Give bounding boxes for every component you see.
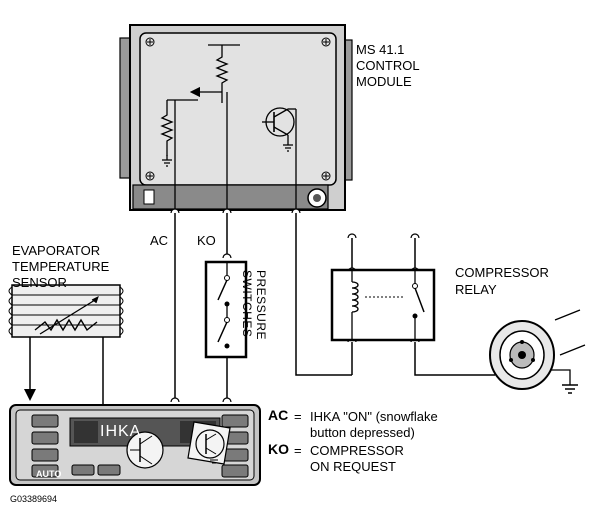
legend-ac-line1: IHKA "ON" (snowflake xyxy=(310,409,438,424)
control-module xyxy=(119,24,353,211)
ihka-display-text: IHKA xyxy=(100,423,142,440)
transistor-icon xyxy=(262,107,297,210)
sensor-label-line2: TEMPERATURE xyxy=(12,259,110,274)
module-label-line1: MS 41.1 xyxy=(356,42,405,57)
relay-label-line2: RELAY xyxy=(455,282,497,297)
wire-label-ko: KO xyxy=(197,233,216,248)
figure-id: G03389694 xyxy=(10,494,58,504)
auto-button-label: AUTO xyxy=(36,469,62,479)
module-label-line2: CONTROL xyxy=(356,58,420,73)
wire-label-ac: AC xyxy=(150,233,169,248)
sensor-label-line1: EVAPORATOR xyxy=(12,243,101,258)
legend-ac-key: AC xyxy=(268,407,289,423)
module-label-line3: MODULE xyxy=(356,74,412,89)
legend-ac-line2: button depressed) xyxy=(310,425,415,440)
pressure-label-line1: PRESSURE xyxy=(254,270,268,341)
legend-ko-line1: COMPRESSOR xyxy=(310,443,404,458)
harness-wires xyxy=(174,210,495,400)
resistor-icon xyxy=(215,45,229,103)
relay-label-line1: COMPRESSOR xyxy=(455,265,549,280)
ihka-control-panel xyxy=(9,404,261,486)
ground-icon xyxy=(562,384,578,394)
legend-ko-key: KO xyxy=(268,441,289,457)
compressor-relay xyxy=(330,268,436,342)
legend-ko-eq: = xyxy=(294,443,302,458)
legend-ac-eq: = xyxy=(294,409,302,424)
legend-ko-line2: ON REQUEST xyxy=(310,459,396,474)
compressor-clutch-icon xyxy=(489,309,586,394)
resistor-icon xyxy=(160,100,174,156)
screw-icon xyxy=(145,37,331,181)
relay-coil-icon xyxy=(351,281,359,313)
pressure-label-line2: SWITCHES xyxy=(240,270,254,338)
evaporator-sensor xyxy=(8,284,124,405)
pressure-switches xyxy=(204,260,248,359)
thermistor-icon xyxy=(34,318,98,332)
sensor-label-line3: SENSOR xyxy=(12,275,67,290)
